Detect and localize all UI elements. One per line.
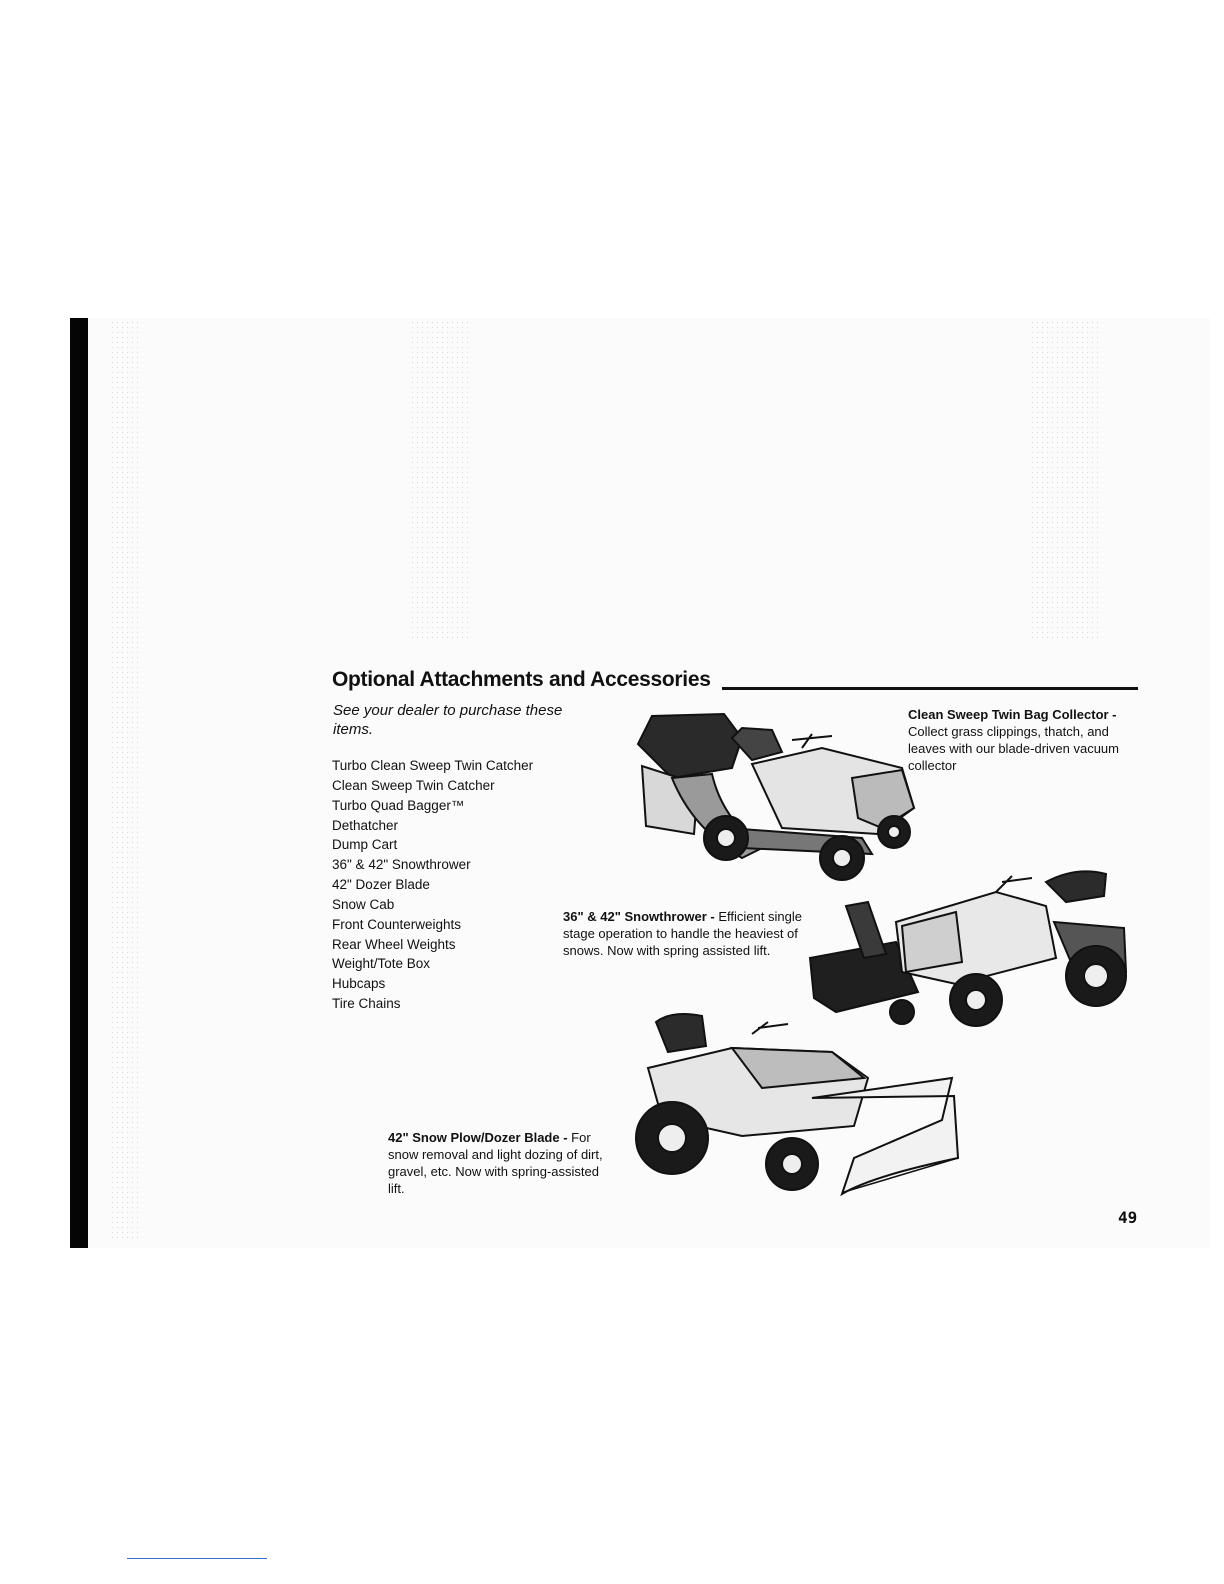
caption-body: Efficient single stage operation to hand… (563, 909, 802, 958)
title-rule (722, 687, 1138, 690)
bag-collector-caption: Clean Sweep Twin Bag Collector - Collect… (908, 706, 1140, 774)
snowthrower-tractor-illustration (808, 870, 1128, 1027)
list-item: Rear Wheel Weights (332, 936, 456, 952)
bag-collector-tractor-illustration (636, 712, 916, 881)
list-item: Snow Cab (332, 896, 395, 912)
dozer-blade-caption: 42" Snow Plow/Dozer Blade - For snow rem… (388, 1129, 610, 1197)
list-item: Clean Sweep Twin Catcher (332, 777, 495, 793)
scanned-page-area (70, 318, 1210, 1248)
page-number: 49 (1118, 1208, 1138, 1227)
list-item: 36" & 42" Snowthrower (332, 857, 471, 873)
caption-body: Collect grass clippings, thatch, and lea… (908, 724, 1119, 773)
list-item: Weight/Tote Box (332, 956, 431, 972)
list-item: Dethatcher (332, 817, 399, 833)
snowthrower-caption: 36" & 42" Snowthrower - Efficient single… (563, 908, 803, 959)
scan-speckle (410, 320, 468, 640)
scan-speckle (110, 320, 138, 1240)
caption-body: For snow removal and light dozing of dir… (388, 1130, 603, 1196)
section-title: Optional Attachments and Accessories (332, 668, 711, 691)
intro-text: See your dealer to purchase these items. (333, 702, 563, 738)
list-item: Turbo Clean Sweep Twin Catcher (332, 758, 534, 773)
list-item: Tire Chains (332, 996, 401, 1012)
caption-heading: 42" Snow Plow/Dozer Blade - (388, 1130, 568, 1145)
list-item: Turbo Quad Bagger™ (332, 797, 465, 813)
list-item: Hubcaps (332, 976, 386, 992)
list-item: Front Counterweights (332, 916, 462, 932)
scan-speckle (1030, 320, 1098, 640)
caption-heading: Clean Sweep Twin Bag Collector - (908, 707, 1117, 722)
list-item: 42" Dozer Blade (332, 877, 430, 893)
caption-heading: 36" & 42" Snowthrower - (563, 909, 715, 924)
footer-divider (127, 1558, 267, 1559)
list-item: Dump Cart (332, 837, 398, 853)
accessory-list: Turbo Clean Sweep Twin Catcher Clean Swe… (332, 756, 533, 1014)
dozer-blade-tractor-illustration (635, 1013, 960, 1197)
binding-edge (70, 318, 88, 1248)
